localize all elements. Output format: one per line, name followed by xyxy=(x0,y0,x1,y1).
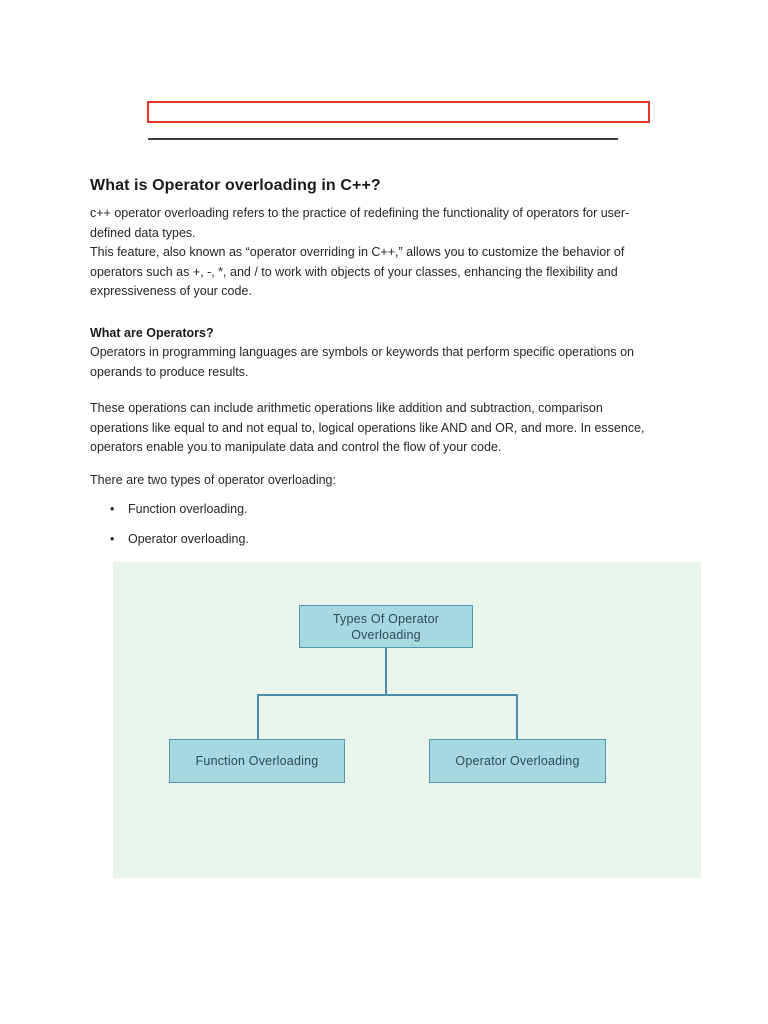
horizontal-rule xyxy=(148,138,618,140)
paragraph-operations: These operations can include arithmetic … xyxy=(90,401,645,454)
connector-horizontal xyxy=(257,694,517,696)
connector-right-vertical xyxy=(516,694,518,739)
diagram-node-operator-overloading: Operator Overloading xyxy=(429,739,606,783)
diagram-node-function-overloading: Function Overloading xyxy=(169,739,345,783)
red-annotation-box xyxy=(147,101,650,123)
intro-paragraph: c++ operator overloading refers to the p… xyxy=(90,206,630,298)
list-intro: There are two types of operator overload… xyxy=(90,472,336,487)
paragraph-operators: Operators in programming languages are s… xyxy=(90,345,635,379)
list-item-label: Function overloading. xyxy=(128,502,248,516)
diagram-types-of-operator-overloading: Types Of Operator Overloading Function O… xyxy=(113,562,701,878)
section-heading: What are Operators? xyxy=(90,325,214,340)
connector-left-vertical xyxy=(257,694,259,739)
diagram-root-node: Types Of Operator Overloading xyxy=(299,605,473,648)
bullet-list: • Function overloading. • Operator overl… xyxy=(90,500,686,550)
list-item: • Function overloading. xyxy=(90,500,686,520)
bullet-icon: • xyxy=(110,532,115,546)
article-content: What is Operator overloading in C++? c++… xyxy=(90,176,686,560)
connector-root-vertical xyxy=(385,648,387,694)
list-item-label: Operator overloading. xyxy=(128,532,249,546)
bullet-icon: • xyxy=(110,502,115,516)
page-title: What is Operator overloading in C++? xyxy=(90,177,381,194)
list-item: • Operator overloading. xyxy=(90,530,686,550)
